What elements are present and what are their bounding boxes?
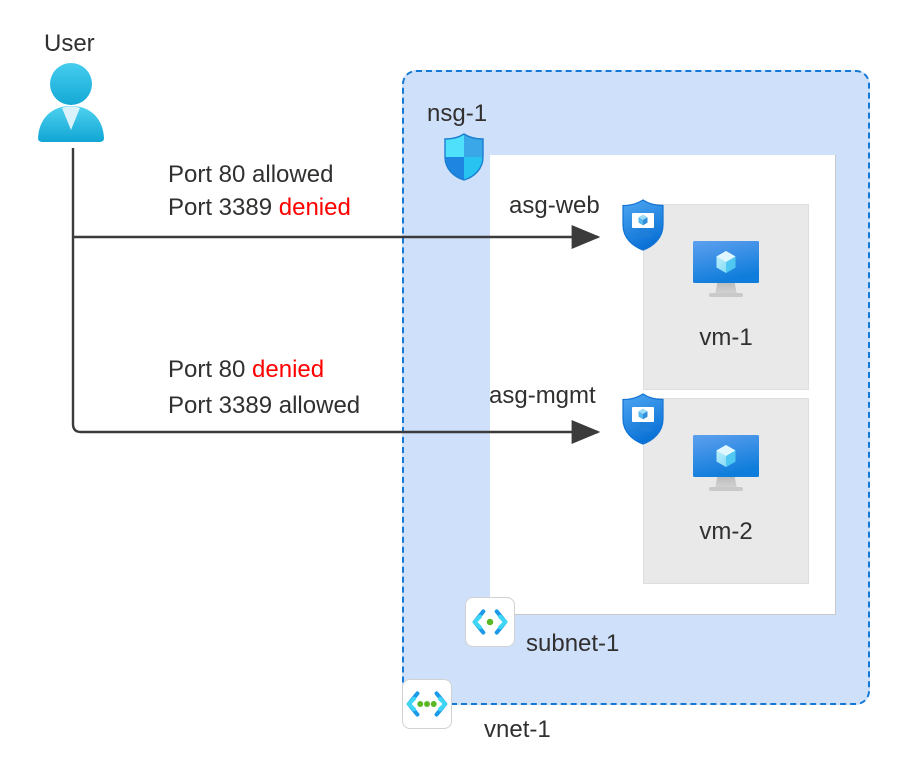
asg-web-label: asg-web <box>509 192 600 219</box>
nsg-shield-icon <box>443 133 485 181</box>
vm-name-label: vm-2 <box>699 518 753 545</box>
subnet-label: subnet-1 <box>526 630 620 657</box>
flow-mgmt-line-2: Port 3389 allowed <box>168 390 360 421</box>
virtual-machine-icon <box>687 429 765 501</box>
asg-shield-icon <box>620 393 666 445</box>
flow-web-line-1: Port 80 allowed <box>168 159 333 190</box>
vm-name-label: vm-1 <box>699 324 753 351</box>
user-label: User <box>44 30 95 57</box>
flow-web-line-2-status: denied <box>278 194 351 221</box>
flow-mgmt-line-2-status: allowed <box>278 392 361 419</box>
vm-card-vm-1: vm-1 <box>643 204 809 390</box>
vnet-label: vnet-1 <box>484 716 551 743</box>
flow-web-line-2: Port 3389 denied <box>168 192 351 223</box>
flow-mgmt-line-2-prefix: Port 3389 <box>168 392 279 419</box>
nsg-label: nsg-1 <box>427 100 488 127</box>
flow-mgmt-line-1-status: denied <box>252 356 325 383</box>
asg-mgmt-label: asg-mgmt <box>489 382 596 409</box>
vm-card-vm-2: vm-2 <box>643 398 809 584</box>
subnet-icon <box>465 597 515 647</box>
user-avatar-icon <box>36 62 106 144</box>
flow-web-line-1-prefix: Port 80 <box>168 161 253 188</box>
vnet-icon <box>402 679 452 729</box>
asg-shield-icon <box>620 199 666 251</box>
flow-web-line-2-prefix: Port 3389 <box>168 194 279 221</box>
flow-web-line-1-status: allowed <box>252 161 334 188</box>
flow-mgmt-line-1-prefix: Port 80 <box>168 356 253 383</box>
flow-mgmt-line-1: Port 80 denied <box>168 354 324 385</box>
virtual-machine-icon <box>687 235 765 307</box>
